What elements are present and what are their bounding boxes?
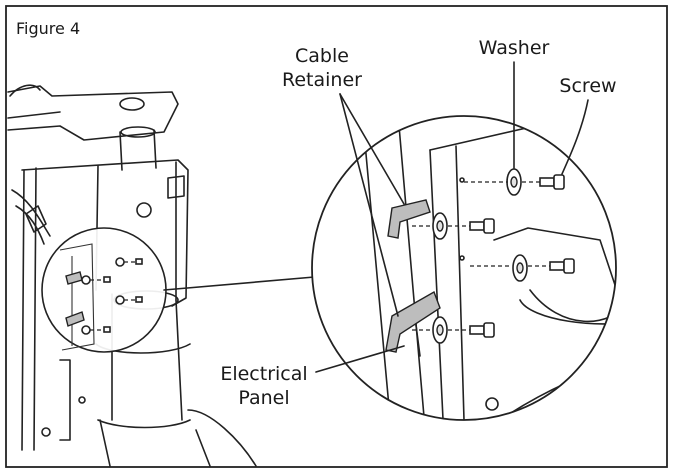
washer-icon	[432, 212, 448, 240]
label-electrical-panel: Electrical Panel	[220, 345, 405, 409]
leader-line	[339, 93, 405, 205]
screw-icon	[539, 174, 565, 190]
electrical-panel-label-line2: Panel	[238, 387, 289, 409]
cable-retainer-label-line1: Cable	[295, 45, 349, 67]
screw-icon	[549, 258, 575, 274]
leader-line	[339, 93, 399, 317]
screw-label: Screw	[559, 75, 616, 97]
cable-retainer-lower	[385, 290, 441, 353]
cable-retainer-upper	[387, 199, 431, 239]
leader-line	[561, 99, 589, 175]
detail-callout-small	[41, 227, 167, 353]
label-screw: Screw	[559, 75, 617, 175]
label-cable-retainer: Cable Retainer	[282, 45, 405, 317]
label-washer: Washer	[479, 37, 550, 169]
washer-label: Washer	[479, 37, 550, 59]
washer-icon	[512, 254, 528, 282]
screw-icon	[469, 322, 495, 338]
electrical-panel-label-line1: Electrical	[220, 363, 307, 385]
washer-icon	[432, 316, 448, 344]
callout-connector	[163, 275, 327, 291]
detail-callout-large	[311, 115, 617, 421]
washer-icon	[506, 168, 522, 196]
cable-retainer-label-line2: Retainer	[282, 69, 362, 91]
figure-title: Figure 4	[16, 19, 80, 38]
leader-line	[315, 345, 405, 373]
screw-icon	[469, 218, 495, 234]
